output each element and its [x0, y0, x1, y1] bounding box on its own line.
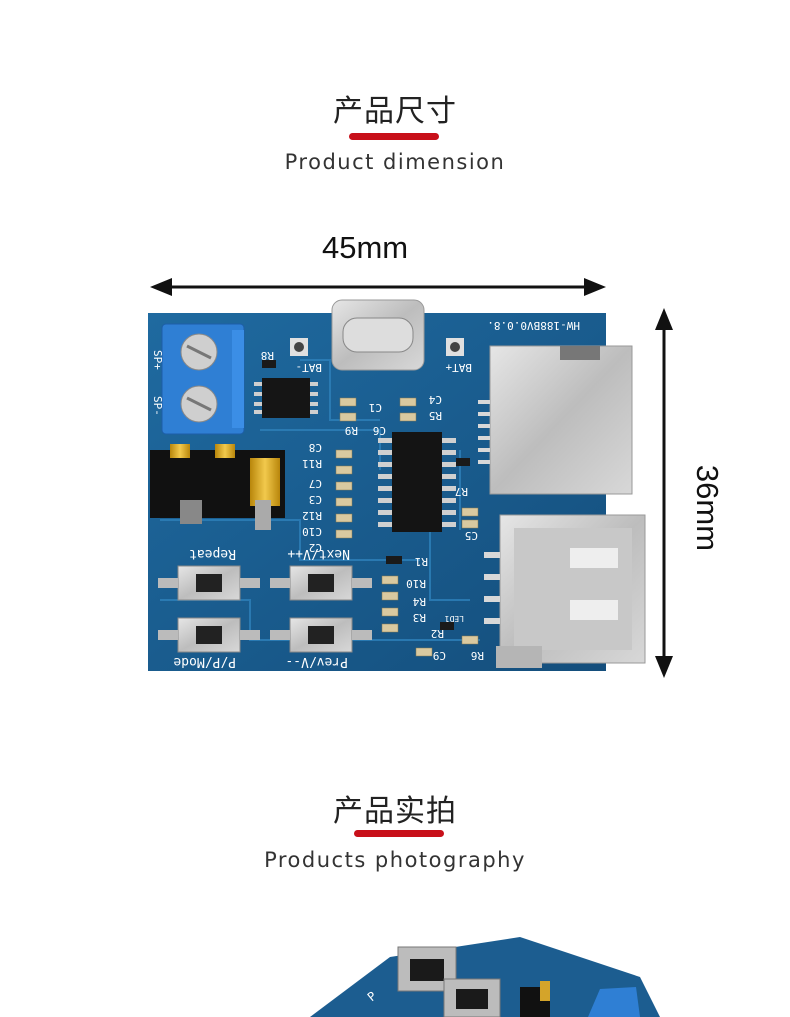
- usb-c-port: [331, 299, 425, 371]
- silk-r7: R7: [455, 485, 468, 498]
- silk-c7: C7: [309, 477, 322, 490]
- silk-repeat: Repeat: [189, 546, 236, 561]
- photo-title-underline: [354, 830, 444, 837]
- silk-c1: C1: [369, 401, 382, 414]
- sd-card-slot: [478, 345, 633, 495]
- silk-bat-minus: BAT-: [296, 361, 323, 374]
- silk-version: HW-188BV0.0.8.: [487, 319, 580, 332]
- silk-r1: R1: [415, 555, 428, 568]
- silk-c5: C5: [465, 529, 478, 542]
- silk-c4: C4: [428, 393, 442, 406]
- silk-next: Next/V++: [287, 546, 350, 561]
- silk-r5: R5: [429, 409, 442, 422]
- dimension-section-title: 产品尺寸: [333, 94, 457, 129]
- silk-r9: R9: [345, 424, 358, 437]
- photo-section-title: 产品实拍: [333, 794, 457, 829]
- width-dimension-label: 45mm: [322, 230, 409, 265]
- screw-terminal: [161, 323, 245, 435]
- silk-r6: R6: [471, 649, 484, 662]
- silk-bat-plus: BAT+: [445, 361, 472, 374]
- silk-r10: R10: [406, 577, 426, 590]
- usb-a-port: [484, 514, 646, 668]
- silk-r11: R11: [302, 457, 322, 470]
- silk-c2: C2: [309, 541, 322, 554]
- dimension-title-underline: [349, 133, 439, 140]
- silk-c9: C9: [433, 649, 446, 662]
- silk-r12: R12: [302, 509, 322, 522]
- dimension-section-subtitle: Product dimension: [284, 150, 506, 174]
- silk-pp-mode: P/P/Mode: [173, 654, 236, 669]
- silk-led1: LED1: [445, 614, 464, 623]
- silk-c10: C10: [302, 525, 322, 538]
- silk-c6: C6: [373, 424, 386, 437]
- silk-r8: R8: [261, 349, 274, 362]
- silk-sp-minus: SP-: [151, 396, 164, 416]
- audio-jack: [150, 444, 285, 530]
- silk-prev: Prev/V--: [285, 654, 348, 669]
- silk-c8: C8: [309, 441, 322, 454]
- main-chip: [378, 432, 456, 532]
- silk-sp-plus: SP+: [151, 350, 164, 370]
- silk-r3: R3: [413, 611, 426, 624]
- silk-r2: R2: [431, 627, 444, 640]
- product-photo-partial: P: [310, 937, 660, 1017]
- silk-r4: R4: [412, 595, 426, 608]
- photo-section-subtitle: Products photography: [264, 848, 526, 872]
- tactile-buttons: [158, 565, 372, 653]
- silk-c3: C3: [309, 493, 322, 506]
